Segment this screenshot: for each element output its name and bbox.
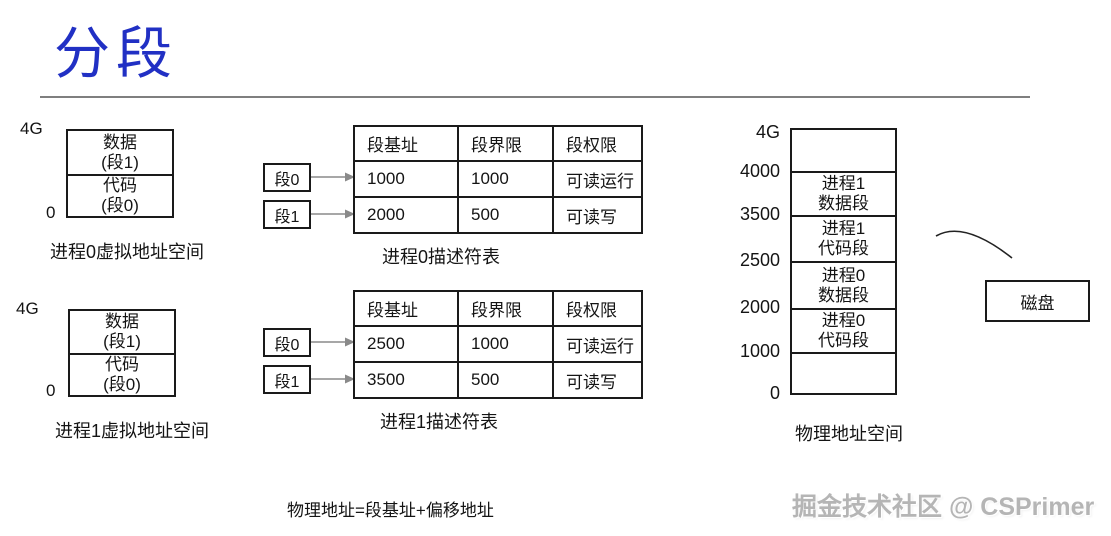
segment-label-line1: 数据 bbox=[105, 312, 139, 331]
page-title: 分段 bbox=[54, 22, 178, 87]
table1-pointer-seg0: 段0 bbox=[263, 328, 311, 357]
table-header-row: 段基址 段界限 段权限 bbox=[353, 290, 643, 327]
vspace1-data-segment: 数据 (段1) bbox=[70, 311, 174, 353]
segment-label-line1: 代码 bbox=[105, 355, 139, 374]
segment-label-line2: (段1) bbox=[103, 332, 141, 351]
col-header-base: 段基址 bbox=[353, 290, 459, 327]
address-formula: 物理地址=段基址+偏移地址 bbox=[287, 501, 494, 520]
pmem-free-top bbox=[792, 130, 895, 171]
pa-label-0: 0 bbox=[769, 383, 780, 403]
table-row: 3500 500 可读写 bbox=[353, 361, 643, 399]
pointer-arrow-icon bbox=[311, 374, 355, 384]
pointer-label: 段1 bbox=[274, 373, 300, 391]
segment-label-line1: 进程0 bbox=[821, 311, 866, 330]
cell-base: 3500 bbox=[353, 361, 459, 399]
vspace1-caption: 进程1虚拟地址空间 bbox=[55, 421, 210, 441]
curved-arrow-icon bbox=[935, 230, 1013, 259]
cell-limit: 1000 bbox=[457, 325, 554, 363]
pmem-proc0-code: 进程0 代码段 bbox=[792, 308, 895, 352]
pmem-free-bottom bbox=[792, 352, 895, 393]
segment-label-line2: 代码段 bbox=[818, 331, 869, 350]
cell-base: 2500 bbox=[353, 325, 459, 363]
vspace1-bottom-label: 0 bbox=[46, 381, 56, 400]
cell-limit: 500 bbox=[457, 361, 554, 399]
table1-pointer-seg1: 段1 bbox=[263, 365, 311, 394]
segment-label-line2: (段0) bbox=[103, 375, 141, 394]
disk-box: 磁盘 bbox=[985, 280, 1090, 322]
vspace0-bottom-label: 0 bbox=[46, 203, 56, 222]
cell-limit: 1000 bbox=[457, 160, 554, 198]
pmem-proc0-data: 进程0 数据段 bbox=[792, 261, 895, 308]
pmem-proc1-code: 进程1 代码段 bbox=[792, 215, 895, 261]
table-row: 1000 1000 可读运行 bbox=[353, 160, 643, 198]
col-header-base: 段基址 bbox=[353, 125, 459, 162]
segment-label-line2: 数据段 bbox=[818, 194, 869, 213]
title-underline bbox=[40, 96, 1030, 98]
vspace0-box: 数据 (段1) 代码 (段0) bbox=[66, 129, 174, 218]
cell-base: 2000 bbox=[353, 196, 459, 234]
segment-label-line2: 代码段 bbox=[818, 239, 869, 258]
segment-label-line1: 进程1 bbox=[821, 219, 866, 238]
cell-perm: 可读运行 bbox=[552, 325, 643, 363]
table-row: 2500 1000 可读运行 bbox=[353, 325, 643, 363]
pointer-arrow-icon bbox=[311, 209, 355, 219]
pointer-label: 段0 bbox=[274, 171, 300, 189]
table0-caption: 进程0描述符表 bbox=[382, 247, 501, 267]
segment-label-line2: (段0) bbox=[101, 196, 139, 215]
disk-label: 磁盘 bbox=[1020, 293, 1055, 313]
pointer-arrow-icon bbox=[311, 172, 355, 182]
col-header-limit: 段界限 bbox=[457, 125, 554, 162]
table0-pointer-seg0: 段0 bbox=[263, 163, 311, 192]
pa-label-1000: 1000 bbox=[739, 341, 780, 361]
cell-limit: 500 bbox=[457, 196, 554, 234]
pa-label-4g: 4G bbox=[755, 122, 780, 142]
pa-label-2500: 2500 bbox=[739, 250, 780, 270]
vspace1-code-segment: 代码 (段0) bbox=[70, 353, 174, 395]
vspace0-data-segment: 数据 (段1) bbox=[68, 131, 172, 174]
cell-perm: 可读写 bbox=[552, 196, 643, 234]
cell-base: 1000 bbox=[353, 160, 459, 198]
col-header-limit: 段界限 bbox=[457, 290, 554, 327]
pmem-proc1-data: 进程1 数据段 bbox=[792, 171, 895, 215]
pa-label-4000: 4000 bbox=[739, 161, 780, 181]
vspace0-caption: 进程0虚拟地址空间 bbox=[50, 242, 205, 262]
pointer-label: 段1 bbox=[274, 208, 300, 226]
col-header-perm: 段权限 bbox=[552, 125, 643, 162]
segment-label-line1: 代码 bbox=[103, 176, 137, 195]
segment-label-line2: (段1) bbox=[101, 152, 139, 172]
watermark: 掘金技术社区 @ CSPrimer bbox=[792, 493, 1095, 521]
segment-label-line1: 数据 bbox=[103, 132, 137, 152]
pointer-label: 段0 bbox=[274, 336, 300, 354]
physical-space-caption: 物理地址空间 bbox=[795, 424, 903, 444]
physical-memory-box: 进程1 数据段 进程1 代码段 进程0 数据段 进程0 代码段 bbox=[790, 128, 897, 395]
descriptor-table-1: 段基址 段界限 段权限 2500 1000 可读运行 3500 500 可读写 bbox=[353, 290, 643, 399]
segment-label-line1: 进程0 bbox=[821, 265, 866, 285]
cell-perm: 可读运行 bbox=[552, 160, 643, 198]
pa-label-3500: 3500 bbox=[739, 204, 780, 224]
pa-label-2000: 2000 bbox=[739, 297, 780, 317]
table0-pointer-seg1: 段1 bbox=[263, 200, 311, 229]
col-header-perm: 段权限 bbox=[552, 290, 643, 327]
descriptor-table-0: 段基址 段界限 段权限 1000 1000 可读运行 2000 500 可读写 bbox=[353, 125, 643, 234]
cell-perm: 可读写 bbox=[552, 361, 643, 399]
vspace1-box: 数据 (段1) 代码 (段0) bbox=[68, 309, 176, 397]
vspace0-code-segment: 代码 (段0) bbox=[68, 174, 172, 216]
table1-caption: 进程1描述符表 bbox=[380, 412, 499, 432]
vspace1-top-label: 4G bbox=[16, 299, 39, 318]
segment-label-line2: 数据段 bbox=[818, 285, 869, 305]
table-row: 2000 500 可读写 bbox=[353, 196, 643, 234]
table-header-row: 段基址 段界限 段权限 bbox=[353, 125, 643, 162]
vspace0-top-label: 4G bbox=[20, 119, 43, 138]
segment-label-line1: 进程1 bbox=[821, 174, 866, 193]
pointer-arrow-icon bbox=[311, 337, 355, 347]
